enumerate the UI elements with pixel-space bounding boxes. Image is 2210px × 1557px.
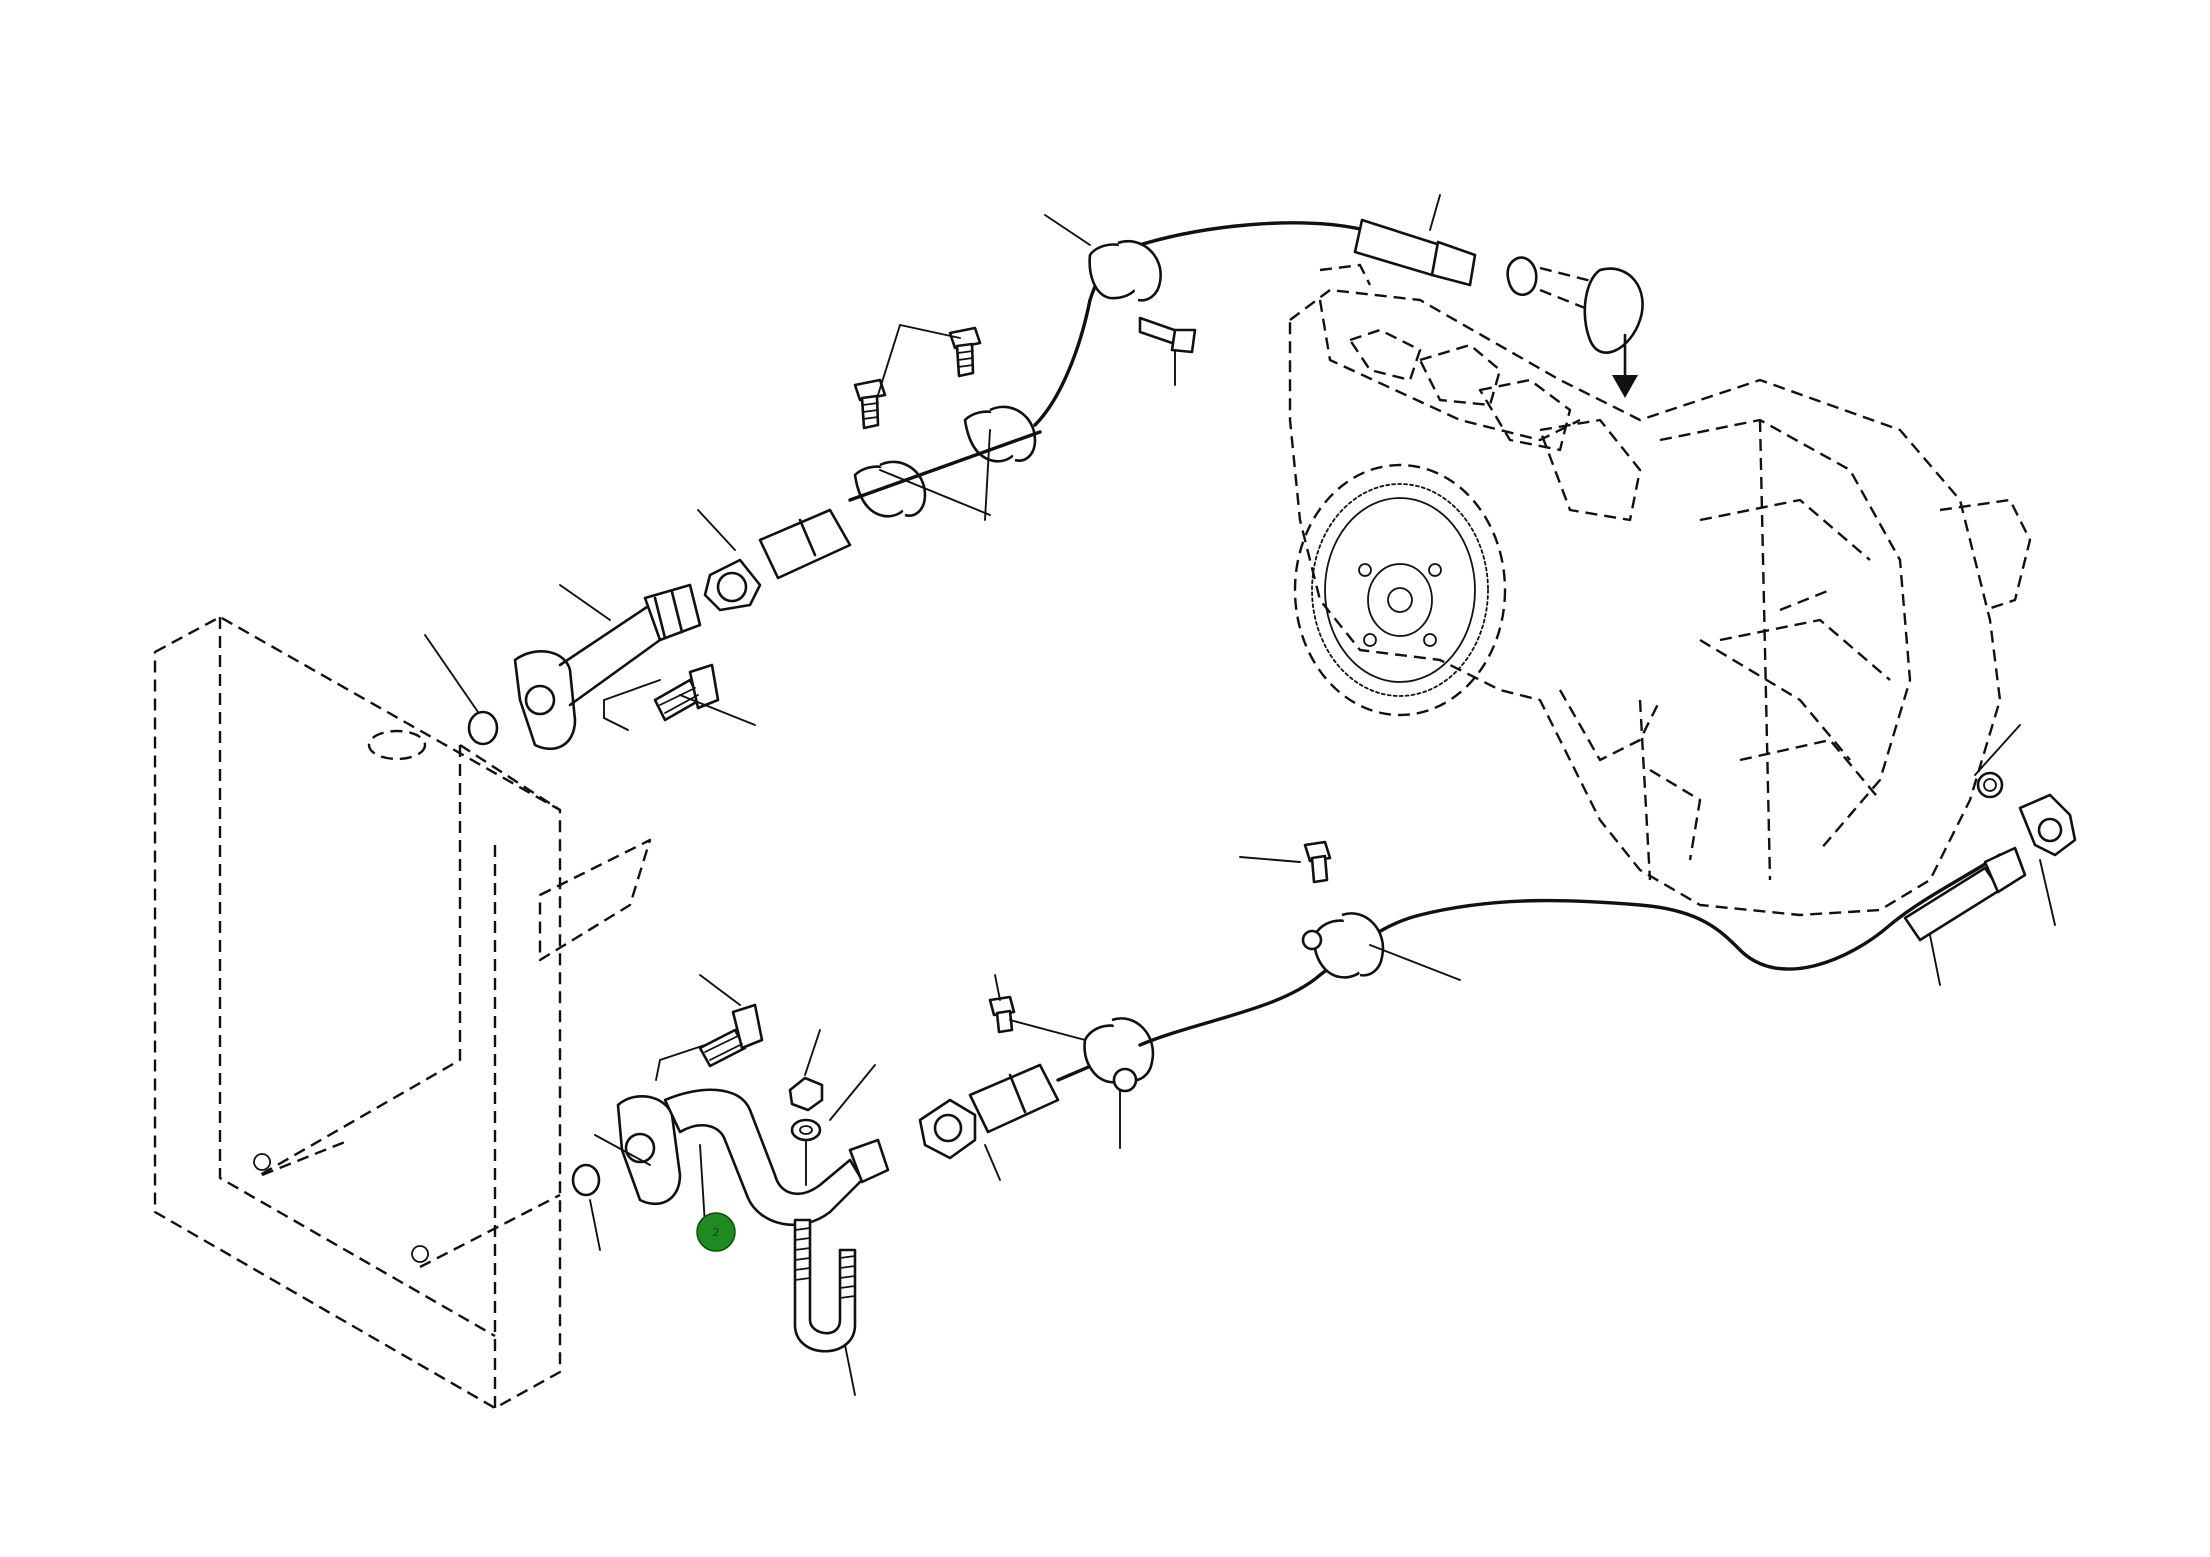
callout-badge-icon[interactable]: 2 [696, 1212, 736, 1252]
upper-flange-bolt [653, 663, 720, 722]
lower-upper-clamp [1301, 912, 1385, 979]
lower-hose-fitting [918, 1060, 1102, 1160]
engine-block-dashed [1288, 263, 2032, 917]
lower-steel-tube [663, 1088, 890, 1227]
flywheel-ring-gear [1293, 463, 1507, 717]
callout-badge-label: 2 [713, 1226, 720, 1239]
direction-arrow-icon [1612, 333, 1638, 398]
lower-engine-fitting [1903, 771, 2077, 942]
upper-cooler-flange [467, 603, 662, 751]
lower-clamp-bolt-top [1303, 840, 1332, 884]
lower-flange-bolt [698, 1003, 764, 1068]
upper-hose [1033, 221, 1367, 427]
oil-cooler-dashed [153, 615, 652, 1410]
lower-hose [1138, 853, 2002, 1047]
lower-nut-washer [788, 1076, 824, 1142]
upper-engine-fitting [1353, 218, 1644, 354]
lower-cooler-flange [571, 1095, 682, 1206]
leader-lines [424, 194, 2056, 1396]
upper-clamp-bolts [853, 326, 982, 430]
upper-steel-tube [643, 583, 702, 642]
lower-mid-clamp [1083, 1017, 1155, 1093]
u-bolt-clamp [793, 1218, 857, 1353]
lower-clamp-bolt [988, 995, 1016, 1034]
upper-hose-fitting [703, 508, 852, 612]
upper-top-clamp [1088, 240, 1197, 354]
